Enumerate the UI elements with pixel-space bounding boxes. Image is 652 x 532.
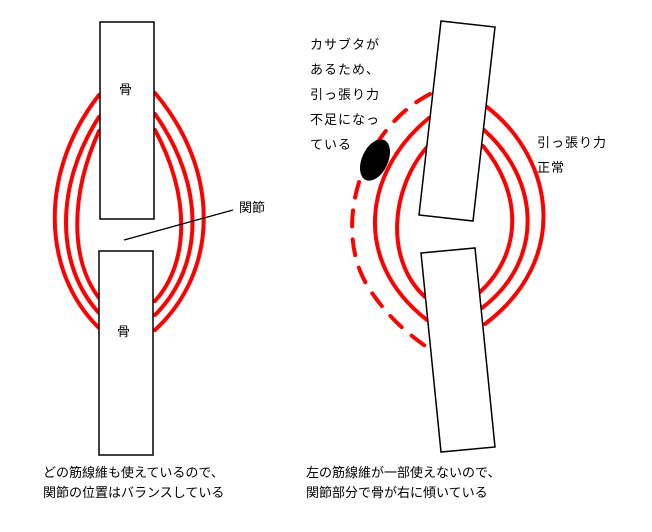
left-top-bone-label: 骨 xyxy=(119,83,133,98)
left-muscle-fibers-left-side xyxy=(52,93,101,330)
left-muscle-fibers-right-side xyxy=(153,91,206,332)
right-muscle-fibers-right-side xyxy=(478,105,546,326)
left-caption-line1: どの筋線維も使えているので、 xyxy=(43,466,224,481)
normal-tension-note: 引っ張り力 正常 xyxy=(537,136,608,176)
right-muscle-fibers-left-side xyxy=(372,116,431,322)
right-panel xyxy=(350,20,546,453)
right-top-bone-tilted xyxy=(418,20,496,222)
left-top-bone xyxy=(99,21,155,220)
joint-pointer-line xyxy=(123,209,234,241)
scab-note: カサブタが あるため、 引っ張り力 不足になっ ている xyxy=(310,38,381,153)
left-panel xyxy=(52,21,234,456)
left-caption-line2: 関節の位置はバランスしている xyxy=(43,486,225,501)
left-bottom-bone xyxy=(98,250,154,456)
right-bottom-bone-tilted xyxy=(420,247,496,453)
right-caption-line1: 左の筋線維が一部使えないので、 xyxy=(306,466,501,481)
left-bottom-bone-label: 骨 xyxy=(117,325,131,340)
weak-muscle-fiber-dashed xyxy=(350,92,432,350)
right-caption-line2: 関節部分で骨が右に傾いている xyxy=(306,486,488,501)
scab-shape xyxy=(359,139,391,181)
joint-label: 関節 xyxy=(239,201,266,216)
